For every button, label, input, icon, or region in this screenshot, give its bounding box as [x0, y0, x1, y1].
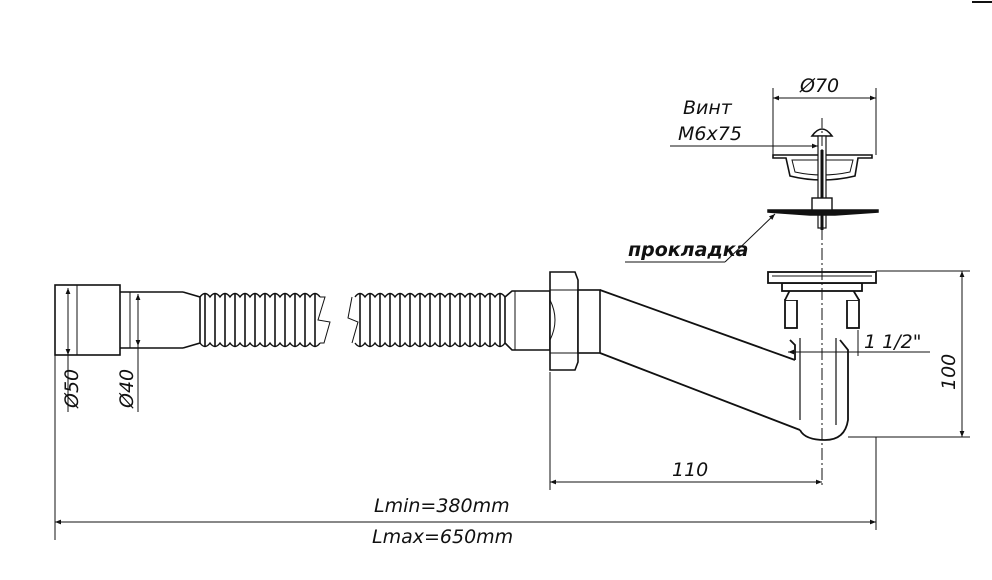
coupling-nut	[54, 284, 201, 356]
thread-label: 1 1/2"	[864, 331, 921, 353]
screw-title-label: Винт	[683, 97, 733, 119]
length-min-label: Lmin=380mm	[374, 495, 510, 517]
dimension-lines	[54, 88, 970, 540]
corrugated-hose-right	[347, 292, 506, 348]
length-max-label: Lmax=650mm	[372, 526, 513, 548]
corrugated-hose-left	[199, 292, 331, 348]
grate-diameter-label: Ø70	[799, 75, 839, 97]
union-nut	[504, 271, 601, 371]
screw-size-label: M6x75	[678, 123, 742, 145]
inner-diameter-label: Ø40	[116, 369, 138, 409]
height-label: 100	[938, 354, 960, 390]
gasket-label: прокладка	[628, 239, 748, 261]
offset-label: 110	[672, 459, 708, 481]
siphon-body	[599, 271, 877, 441]
outer-diameter-label: Ø50	[61, 369, 83, 409]
gasket-plate	[767, 197, 879, 216]
